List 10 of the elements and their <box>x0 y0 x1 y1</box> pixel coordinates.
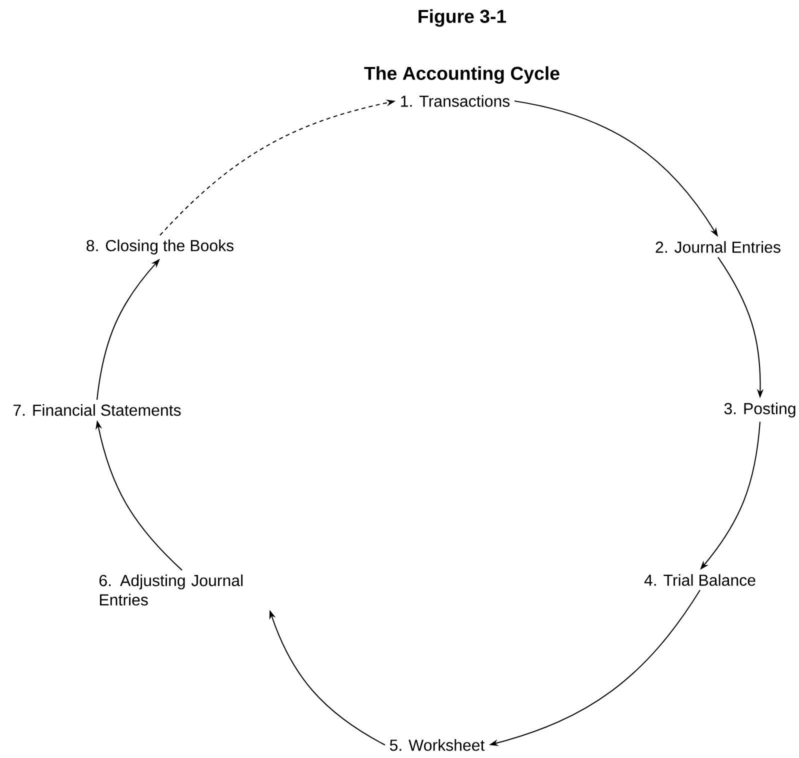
step-label: 2. Journal Entries <box>656 241 780 253</box>
step-label: 1. Transactions <box>401 95 510 107</box>
step-label: 3. Posting <box>724 402 796 418</box>
step-label: 5. Worksheet <box>390 739 485 751</box>
step-label: 7. Financial Statements <box>13 404 181 416</box>
step-label: 6. Adjusting Journal Entries <box>99 574 243 606</box>
diagram-title: The Accounting Cycle <box>364 66 560 84</box>
step-label: 4. Trial Balance <box>644 574 756 586</box>
figure-number: Figure 3-1 <box>418 9 506 27</box>
step-label: 8. Closing the Books <box>86 240 234 254</box>
